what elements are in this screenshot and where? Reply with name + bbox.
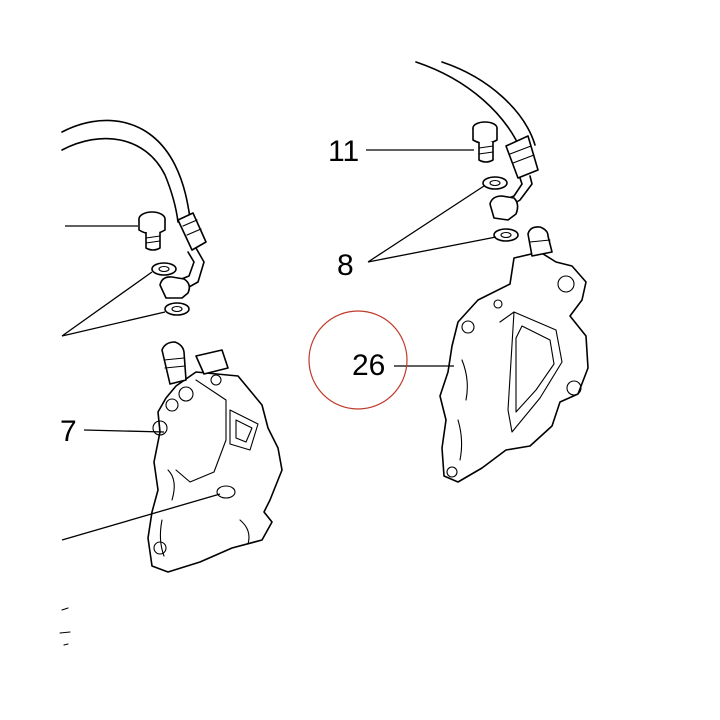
callout-8-leaders: [367, 185, 497, 263]
highlight-circle: [308, 310, 408, 410]
left-washer-leaders: [61, 271, 166, 337]
callout-8: 8: [337, 249, 354, 282]
right-hose-ferrule: [505, 135, 539, 179]
right-lower-washer: [493, 228, 519, 242]
left-banjo-fitting: [159, 276, 191, 299]
right-brake-hose: [415, 61, 521, 149]
callout-7-leader: [83, 429, 165, 433]
callout-26: 26: [352, 349, 385, 382]
right-banjo-bolt: [472, 121, 498, 163]
scan-mark: [59, 607, 71, 646]
right-caliper-body: [439, 251, 589, 483]
left-upper-washer: [151, 262, 177, 276]
left-lower-washer: [164, 302, 190, 316]
left-hose-ferrule: [177, 212, 207, 251]
callout-7: 7: [60, 415, 77, 448]
left-brake-hose: [61, 119, 191, 219]
left-caliper-body: [147, 371, 283, 573]
left-banjo-bolt: [138, 211, 166, 251]
callout-11: 11: [328, 135, 359, 168]
right-banjo-fitting: [489, 195, 519, 221]
right-upper-washer: [482, 176, 508, 190]
left-caliper-assembly: [61, 119, 283, 573]
right-caliper-assembly: [366, 61, 589, 483]
left-caliper-leader: [61, 493, 221, 541]
